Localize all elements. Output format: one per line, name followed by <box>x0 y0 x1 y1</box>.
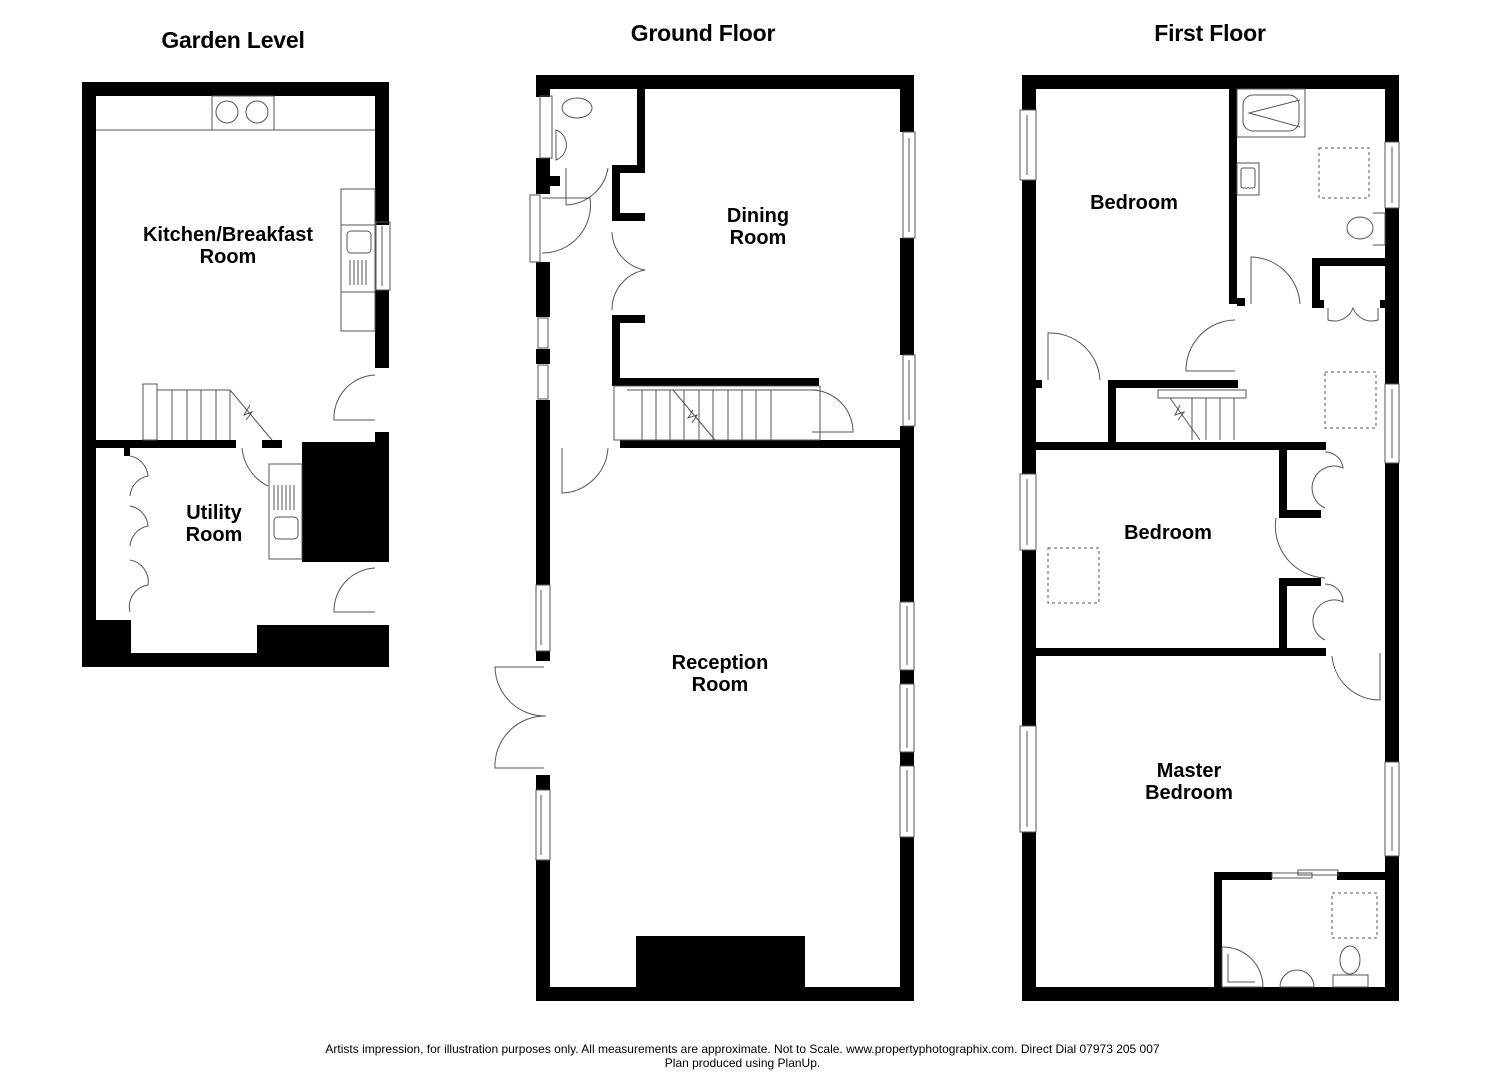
room-label-line: Master <box>1156 760 1222 782</box>
room-label-line: Room <box>729 227 787 249</box>
floor-title-first-floor: First Floor <box>1154 20 1266 46</box>
room-label-line: Bedroom <box>1145 782 1233 804</box>
room-label-bedroom-1: Bedroom <box>1090 192 1178 214</box>
room-label-dining: Dining Room <box>727 205 789 249</box>
room-label-line: Room <box>691 674 749 696</box>
room-label-line: Dining <box>726 205 790 227</box>
ground-floor-plan <box>494 75 916 1001</box>
room-label-line: Bedroom <box>1124 522 1212 544</box>
disclaimer-text: Artists impression, for illustration pur… <box>325 1042 1160 1056</box>
room-label-reception: Reception Room <box>672 652 769 696</box>
garden-level-plan <box>82 82 391 667</box>
room-label-line: Room <box>185 524 243 546</box>
first-floor-plan <box>1019 75 1400 1001</box>
room-label-master-bedroom: Master Bedroom <box>1145 760 1233 804</box>
room-label-line: Utility <box>186 502 242 524</box>
room-label-line: Room <box>199 246 257 268</box>
room-label-line: Reception <box>671 652 769 674</box>
planup-credit: Plan produced using PlanUp. <box>664 1056 821 1070</box>
room-label-line: Kitchen/Breakfast <box>142 224 314 246</box>
room-label-kitchen-breakfast: Kitchen/Breakfast Room <box>143 224 313 268</box>
floor-title-ground-floor: Ground Floor <box>630 20 776 46</box>
room-label-utility: Utility Room <box>186 502 243 546</box>
disclaimer-footer: Artists impression, for illustration pur… <box>0 1042 1485 1070</box>
floor-title-garden-level: Garden Level <box>161 27 305 53</box>
room-label-line: Bedroom <box>1090 192 1178 214</box>
room-label-bedroom-2: Bedroom <box>1124 522 1212 544</box>
